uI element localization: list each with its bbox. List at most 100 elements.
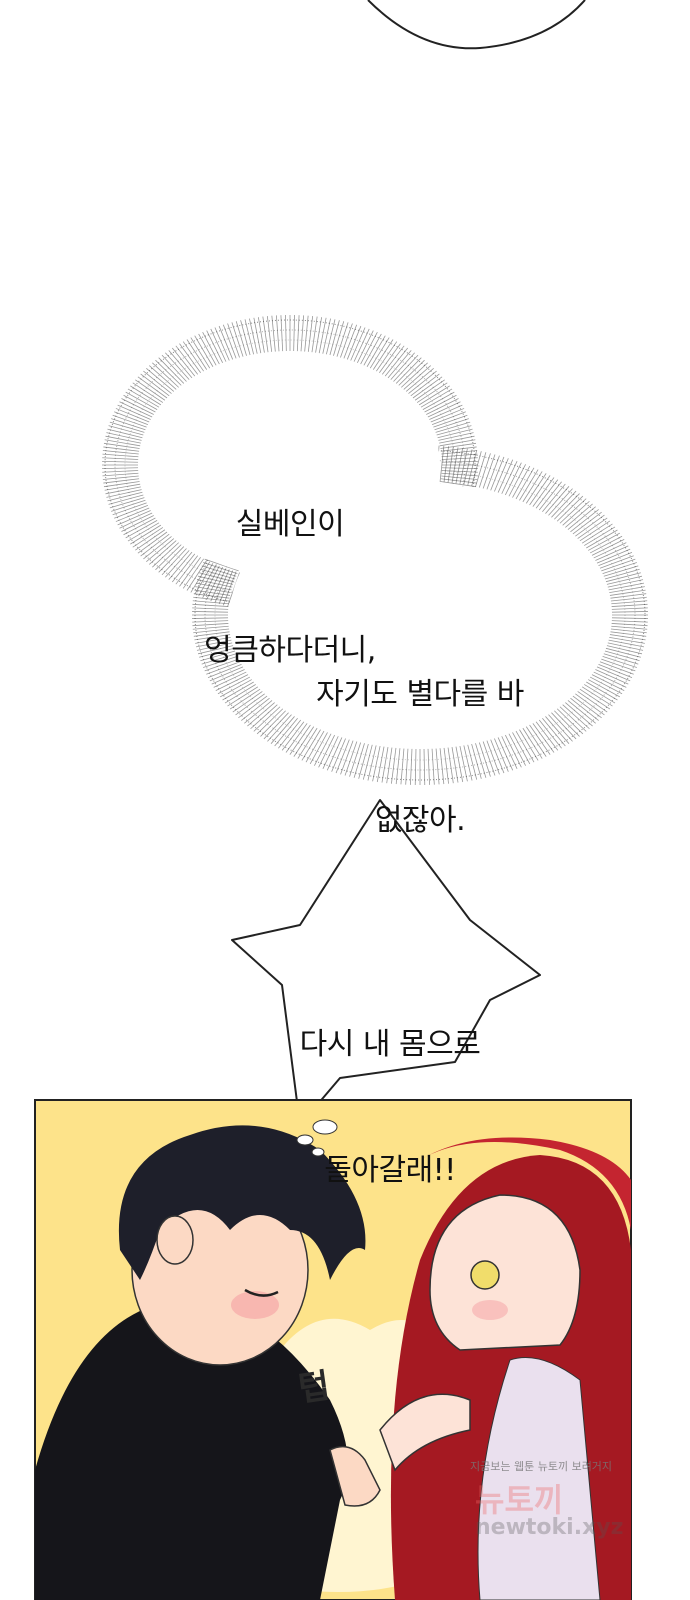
burst-line [281, 721, 305, 751]
burst-line [210, 568, 227, 602]
burst-line [322, 318, 331, 354]
burst-line [362, 744, 373, 780]
burst-line [471, 743, 482, 779]
burst-line [431, 748, 435, 785]
burst-line [195, 582, 232, 591]
burst-line [490, 739, 505, 774]
burst-line [115, 507, 150, 522]
burst-line [103, 442, 140, 449]
burst-line [195, 586, 231, 594]
burst-line [227, 686, 259, 707]
burst-line [250, 704, 278, 730]
shout-bubble [231, 799, 541, 1126]
thought-bubble-2-line2: 없잖아. [374, 803, 466, 838]
burst-line [577, 691, 608, 713]
burst-line [408, 370, 437, 394]
burst-line [127, 388, 160, 408]
burst-line [202, 331, 220, 365]
burst-line [266, 316, 273, 352]
burst-line [379, 343, 401, 374]
burst-line [572, 511, 602, 535]
burst-line [204, 558, 239, 572]
burst-line [443, 747, 449, 784]
burst-line [106, 432, 142, 441]
burst-line [451, 747, 459, 783]
burst-line [562, 500, 590, 526]
burst-line [610, 628, 647, 634]
shout-bubble-text: 다시 내 몸으로 돌아갈래!! [270, 940, 510, 1234]
burst-line [433, 414, 468, 428]
burst-line [305, 730, 325, 763]
burst-line [196, 642, 233, 651]
burst-line [551, 490, 577, 518]
burst-line [422, 391, 455, 410]
burst-line [271, 315, 276, 352]
thought-bubble-2-line1: 자기도 별다를 바 [316, 677, 524, 712]
burst-line [224, 684, 256, 704]
burst-line [340, 740, 354, 775]
burst-line [604, 568, 640, 580]
burst-line [548, 488, 573, 516]
burst-line [486, 455, 500, 490]
burst-line [168, 551, 193, 580]
burst-line [440, 481, 477, 488]
burst-line [418, 385, 450, 406]
burst-line [222, 571, 237, 606]
burst-line [262, 316, 269, 353]
burst-line [398, 359, 425, 386]
burst-line [401, 362, 428, 388]
burst-line [579, 520, 611, 542]
burst-line [410, 748, 413, 785]
burst-line [140, 533, 170, 557]
burst-line [440, 442, 477, 449]
burst-line [171, 347, 196, 377]
burst-line [391, 747, 397, 784]
burst-line [584, 684, 616, 704]
burst-line [109, 497, 145, 509]
burst-line [471, 451, 482, 487]
burst-line [190, 337, 211, 369]
burst-line [545, 486, 570, 514]
burst-line [447, 747, 454, 784]
burst-line [149, 365, 177, 390]
burst-line [611, 620, 648, 623]
burst-line [201, 653, 237, 665]
burst-line [202, 565, 220, 599]
burst-line [599, 555, 634, 569]
burst-line [482, 454, 496, 489]
burst-line [410, 373, 440, 397]
burst-line [105, 486, 141, 495]
burst-line [114, 411, 149, 425]
burst-line [439, 748, 445, 785]
burst-line [125, 520, 158, 539]
burst-line [440, 478, 477, 484]
burst-line [195, 639, 232, 648]
burst-line [211, 669, 245, 685]
burst-line [132, 527, 164, 548]
burst-line [315, 317, 323, 353]
sound-effect: 텁 [295, 1365, 333, 1410]
burst-line [121, 515, 154, 532]
burst-line [575, 693, 605, 716]
burst-line [508, 733, 526, 766]
burst-line [556, 708, 584, 735]
burst-line [186, 339, 208, 370]
burst-line [586, 529, 618, 549]
burst-line [260, 710, 286, 737]
burst-line [429, 404, 463, 420]
burst-line [441, 450, 478, 455]
burst-line [192, 625, 229, 630]
burst-line [554, 493, 580, 520]
burst-line [102, 470, 139, 473]
burst-line [588, 532, 620, 551]
burst-line [440, 446, 477, 452]
burst-line [490, 456, 505, 491]
burst-line [439, 439, 476, 447]
burst-line [467, 450, 478, 486]
burst-line [467, 744, 478, 780]
burst-line [441, 475, 478, 480]
burst-line [209, 666, 244, 682]
burst-line [210, 328, 227, 362]
burst-line [309, 732, 328, 765]
burst-line [420, 388, 453, 408]
